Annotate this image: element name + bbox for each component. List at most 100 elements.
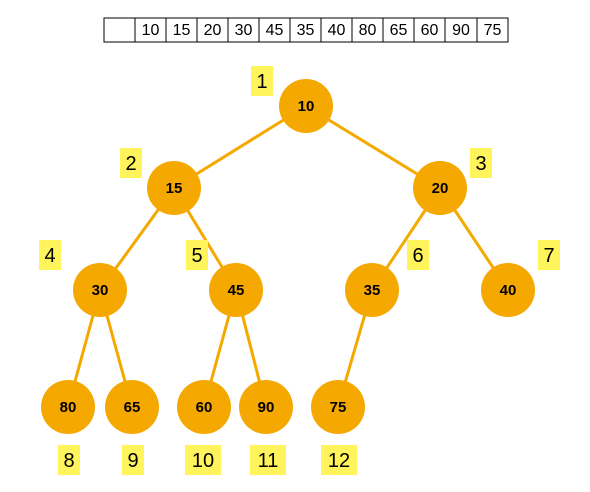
array-cell-value: 45 (266, 22, 284, 39)
index-label-bg (185, 445, 221, 475)
tree-node: 75 (311, 380, 365, 434)
array-cell-value: 90 (452, 22, 470, 39)
array-representation: 10 15 20 30 45 35 40 80 65 60 90 75 (103, 17, 509, 43)
array-cell: 60 (413, 17, 446, 43)
array-cell-box (196, 17, 229, 43)
index-label: 7 (538, 240, 560, 270)
index-label-bg (122, 445, 144, 475)
node-circle (279, 79, 333, 133)
index-label: 11 (250, 445, 286, 475)
tree-node: 40 (481, 263, 535, 317)
index-label-bg (470, 148, 492, 178)
array-cell: 20 (196, 17, 229, 43)
node-circle (73, 263, 127, 317)
array-cell (103, 17, 136, 43)
tree-node: 15 (147, 161, 201, 215)
array-cell-box (476, 17, 509, 43)
array-cell-box (382, 17, 415, 43)
array-cell: 35 (289, 17, 322, 43)
index-label-bg (407, 240, 429, 270)
array-cell-box (320, 17, 353, 43)
array-cell: 45 (258, 17, 291, 43)
array-cell-value: 15 (173, 22, 191, 39)
array-cell: 10 (134, 17, 167, 43)
array-cell-value: 30 (235, 22, 253, 39)
index-label-text: 12 (328, 450, 350, 472)
array-cell: 40 (320, 17, 353, 43)
tree-node: 10 (279, 79, 333, 133)
array-cell-value: 40 (328, 22, 346, 39)
array-cell-box (258, 17, 291, 43)
array-cell-box (103, 17, 136, 43)
index-label: 1 (251, 66, 273, 96)
tree-node: 60 (177, 380, 231, 434)
index-label-text: 6 (412, 245, 423, 267)
index-label-text: 9 (127, 450, 138, 472)
tree-node: 90 (239, 380, 293, 434)
tree-node: 35 (345, 263, 399, 317)
array-cell-value: 65 (390, 22, 408, 39)
index-label-bg (58, 445, 80, 475)
node-circle (481, 263, 535, 317)
node-circle (345, 263, 399, 317)
tree-node: 65 (105, 380, 159, 434)
node-circle (105, 380, 159, 434)
array-cell-box (289, 17, 322, 43)
node-value: 40 (500, 282, 517, 299)
node-circle (311, 380, 365, 434)
node-value: 65 (124, 399, 141, 416)
index-label-bg (186, 240, 208, 270)
array-cell: 30 (227, 17, 260, 43)
index-label-text: 8 (63, 450, 74, 472)
index-label: 9 (122, 445, 144, 475)
tree-node: 20 (413, 161, 467, 215)
array-cell-box (351, 17, 384, 43)
node-value: 10 (298, 98, 315, 115)
array-cell-box (134, 17, 167, 43)
node-value: 90 (258, 399, 275, 416)
index-label-bg (120, 148, 142, 178)
index-label-bg (321, 445, 357, 475)
array-cell-value: 60 (421, 22, 439, 39)
node-value: 20 (432, 180, 449, 197)
index-label: 12 (321, 445, 357, 475)
index-label-bg (250, 445, 286, 475)
node-circle (147, 161, 201, 215)
index-label: 10 (185, 445, 221, 475)
array-cell-value: 10 (142, 22, 160, 39)
node-value: 60 (196, 399, 213, 416)
node-value: 30 (92, 282, 109, 299)
array-cell-box (165, 17, 198, 43)
node-value: 45 (228, 282, 245, 299)
index-label-text: 3 (475, 153, 486, 175)
index-label: 6 (407, 240, 429, 270)
array-cell-box (413, 17, 446, 43)
index-label-text: 4 (44, 245, 55, 267)
index-label-text: 2 (125, 153, 136, 175)
index-label-text: 1 (256, 71, 267, 93)
node-value: 75 (330, 399, 347, 416)
node-circle (209, 263, 263, 317)
array-cell: 15 (165, 17, 198, 43)
array-cell-value: 20 (204, 22, 222, 39)
array-cell: 80 (351, 17, 384, 43)
array-cell-value: 75 (484, 22, 502, 39)
index-label: 4 (39, 240, 61, 270)
array-cell-value: 35 (297, 22, 315, 39)
node-value: 80 (60, 399, 77, 416)
node-circle (413, 161, 467, 215)
index-label-bg (538, 240, 560, 270)
tree-node: 45 (209, 263, 263, 317)
node-value: 35 (364, 282, 381, 299)
index-label-text: 10 (192, 450, 214, 472)
array-cell: 65 (382, 17, 415, 43)
index-label-text: 11 (258, 450, 279, 472)
index-label: 5 (186, 240, 208, 270)
node-value: 15 (166, 180, 183, 197)
tree-node: 30 (73, 263, 127, 317)
array-cell-value: 80 (359, 22, 377, 39)
index-label: 3 (470, 148, 492, 178)
index-label-bg (39, 240, 61, 270)
